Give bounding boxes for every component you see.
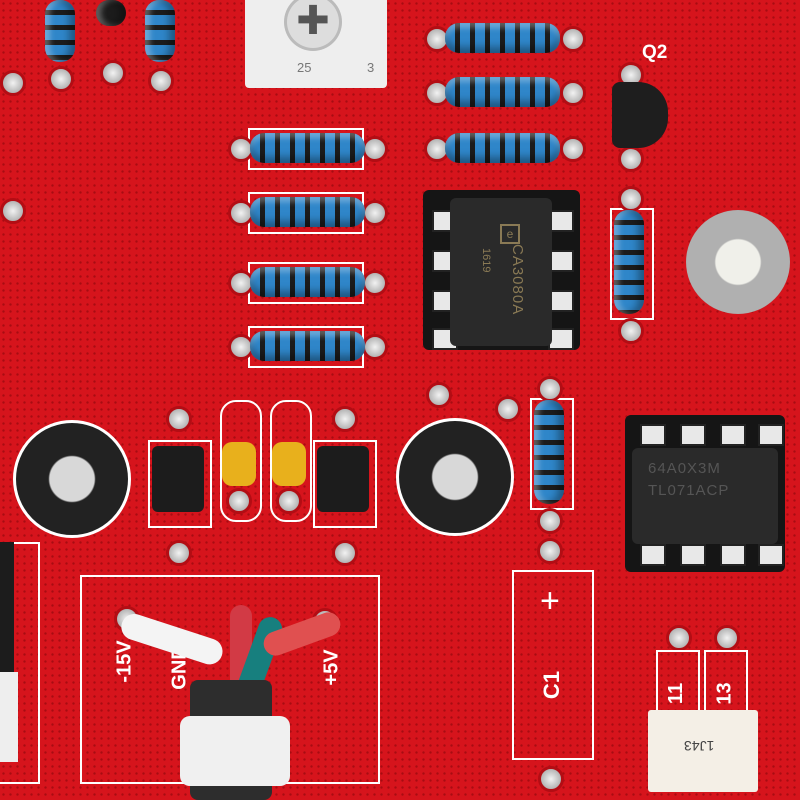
- pad: [537, 508, 563, 534]
- pad: [362, 270, 388, 296]
- component-outline: [220, 400, 262, 522]
- pad: [666, 625, 692, 651]
- ceramic-capacitor: [272, 442, 306, 486]
- pad: [426, 382, 452, 408]
- pad: [537, 376, 563, 402]
- pin-label-13: 13: [713, 682, 736, 705]
- pad: [276, 488, 302, 514]
- ic-pin: [758, 424, 784, 446]
- pad: [537, 538, 563, 564]
- pad: [166, 540, 192, 566]
- ferrite-bead: [152, 446, 204, 512]
- c1-label: C1: [539, 670, 565, 700]
- ic-pin: [720, 424, 746, 446]
- pad: [560, 80, 586, 106]
- resistor: [614, 210, 644, 314]
- electrolytic-capacitor: [13, 420, 131, 538]
- ceramic-capacitor: [222, 442, 256, 486]
- transistor-q2: [612, 82, 668, 148]
- ic-tl071acp: 64A0X3M TL071ACP: [632, 448, 778, 544]
- component-outline: [0, 542, 40, 784]
- component-outline: [270, 400, 312, 522]
- resistor: [250, 267, 365, 297]
- ic-part-number: TL071ACP: [648, 482, 730, 499]
- power-label-5v: +5V: [320, 649, 343, 686]
- resistor: [250, 197, 365, 227]
- trimmer-potentiometer[interactable]: ✚ 25 3: [245, 0, 387, 88]
- cable-tie: [180, 716, 290, 786]
- ic-pin: [680, 424, 706, 446]
- component: [0, 542, 14, 672]
- ic-pin: [720, 544, 746, 566]
- ic-pin: [640, 424, 666, 446]
- ic-part-number: CA3080A: [509, 244, 526, 316]
- pad: [228, 136, 254, 162]
- pad: [362, 200, 388, 226]
- power-label-neg15v: -15V: [113, 640, 136, 683]
- pad: [560, 26, 586, 52]
- pad: [560, 136, 586, 162]
- header-connector[interactable]: 1J43: [648, 710, 758, 792]
- manufacturer-logo-icon: e: [500, 224, 520, 244]
- resistor: [445, 133, 560, 163]
- resistor: [445, 77, 560, 107]
- component-outline: [313, 440, 377, 528]
- pad: [0, 198, 26, 224]
- pad: [48, 66, 74, 92]
- c1-outline: [512, 570, 594, 760]
- ferrite-bead: [317, 446, 369, 512]
- ic-pin: [640, 544, 666, 566]
- trimmer-knob-icon: ✚: [287, 0, 339, 48]
- ic-pin: [680, 544, 706, 566]
- pad: [228, 200, 254, 226]
- resistor: [534, 400, 564, 504]
- pad: [100, 60, 126, 86]
- pad: [618, 146, 644, 172]
- pad: [495, 396, 521, 422]
- transistor-label: Q2: [642, 42, 668, 63]
- pad: [618, 318, 644, 344]
- pad: [0, 70, 26, 96]
- connector-marking: 1J43: [684, 738, 715, 754]
- pad: [148, 68, 174, 94]
- ic-date-code: 64A0X3M: [648, 460, 721, 477]
- pad: [332, 406, 358, 432]
- trimmer-mark: 3: [367, 60, 375, 75]
- pad: [362, 136, 388, 162]
- pad: [714, 625, 740, 651]
- resistor: [145, 0, 175, 62]
- pad: [538, 766, 564, 792]
- trimmer-mark: 25: [297, 60, 312, 75]
- mounting-hole: [686, 210, 790, 314]
- resistor: [250, 133, 365, 163]
- pad: [618, 186, 644, 212]
- pad: [332, 540, 358, 566]
- resistor: [445, 23, 560, 53]
- pad: [362, 334, 388, 360]
- resistor: [250, 331, 365, 361]
- electrolytic-capacitor: [396, 418, 514, 536]
- ic-pin: [758, 544, 784, 566]
- pin-label-11: 11: [665, 682, 688, 705]
- component-outline: [148, 440, 212, 528]
- pad: [226, 488, 252, 514]
- ic-date-code: 1619: [480, 248, 492, 273]
- ic-ca3080a: e CA3080A 1619: [450, 198, 552, 346]
- resistor: [45, 0, 75, 62]
- diode: [96, 0, 126, 26]
- c1-polarity-mark: +: [540, 582, 560, 620]
- pad: [166, 406, 192, 432]
- connector: [0, 672, 18, 762]
